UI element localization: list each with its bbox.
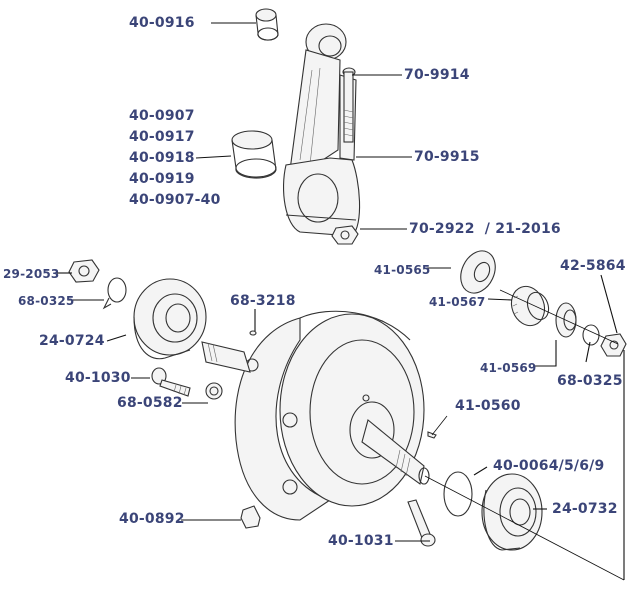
big-end-shell	[231, 130, 277, 179]
right-crank-shaft	[361, 419, 430, 485]
pinion-gear-outer	[510, 285, 550, 327]
left-tab-washer	[102, 277, 127, 310]
label-big-end-shell-5: 40-0907-40	[129, 192, 221, 208]
left-washer	[205, 382, 223, 400]
sludge-trap-plug	[249, 330, 257, 336]
label-big-end-shell-3: 40-0918	[129, 150, 195, 166]
right-oil-plug	[407, 499, 436, 547]
label-right-tab-washer: 68-0325	[557, 373, 623, 389]
label-left-washer: 68-0582	[117, 395, 183, 411]
label-big-end-shell-1: 40-0907	[129, 108, 195, 124]
label-left-nut: 29-2053	[3, 267, 60, 281]
shims	[443, 471, 473, 517]
left-nut	[68, 259, 100, 283]
label-big-end-shell-2: 40-0917	[129, 129, 195, 145]
label-left-main-bearing: 24-0724	[39, 333, 105, 349]
label-woodruff-key: 41-0560	[455, 398, 521, 414]
right-nut	[600, 333, 627, 357]
leader-lines	[57, 22, 625, 581]
right-main-bearing	[481, 473, 543, 551]
left-crank-shaft	[201, 341, 251, 373]
label-conrod-bolt: 70-9914	[404, 67, 470, 83]
left-oil-plug	[151, 367, 191, 397]
label-pinion-gear-inner: 41-0569	[480, 361, 537, 375]
small-end-bush	[255, 8, 279, 41]
label-right-oil-plug: 40-1031	[328, 533, 394, 549]
label-shims: 40-0064/5/6/9	[493, 458, 605, 474]
label-pinion-gear-outer: 41-0567	[429, 295, 486, 309]
label-sludge-trap-plug: 68-3218	[230, 293, 296, 309]
conrod-bolt	[342, 67, 356, 143]
label-oil-seal: 41-0565	[374, 263, 431, 277]
label-small-end-bush: 40-0916	[129, 15, 195, 31]
right-tab-washer	[582, 324, 600, 346]
flywheel-assembly	[234, 310, 425, 521]
left-main-bearing	[133, 278, 207, 360]
conrod-nut	[331, 225, 359, 245]
label-conrod-nut: 70-2922 / 21-2016	[409, 221, 561, 237]
flywheel-bolt	[240, 505, 261, 529]
label-left-oil-plug: 40-1030	[65, 370, 131, 386]
oil-seal	[460, 250, 496, 294]
label-right-nut: 42-5864	[560, 258, 626, 274]
label-right-main-bearing: 24-0732	[552, 501, 618, 517]
label-left-tab-washer: 68-0325	[18, 294, 75, 308]
label-flywheel-bolt: 40-0892	[119, 511, 185, 527]
label-big-end-shell-4: 40-0919	[129, 171, 195, 187]
label-conrod: 70-9915	[414, 149, 480, 165]
